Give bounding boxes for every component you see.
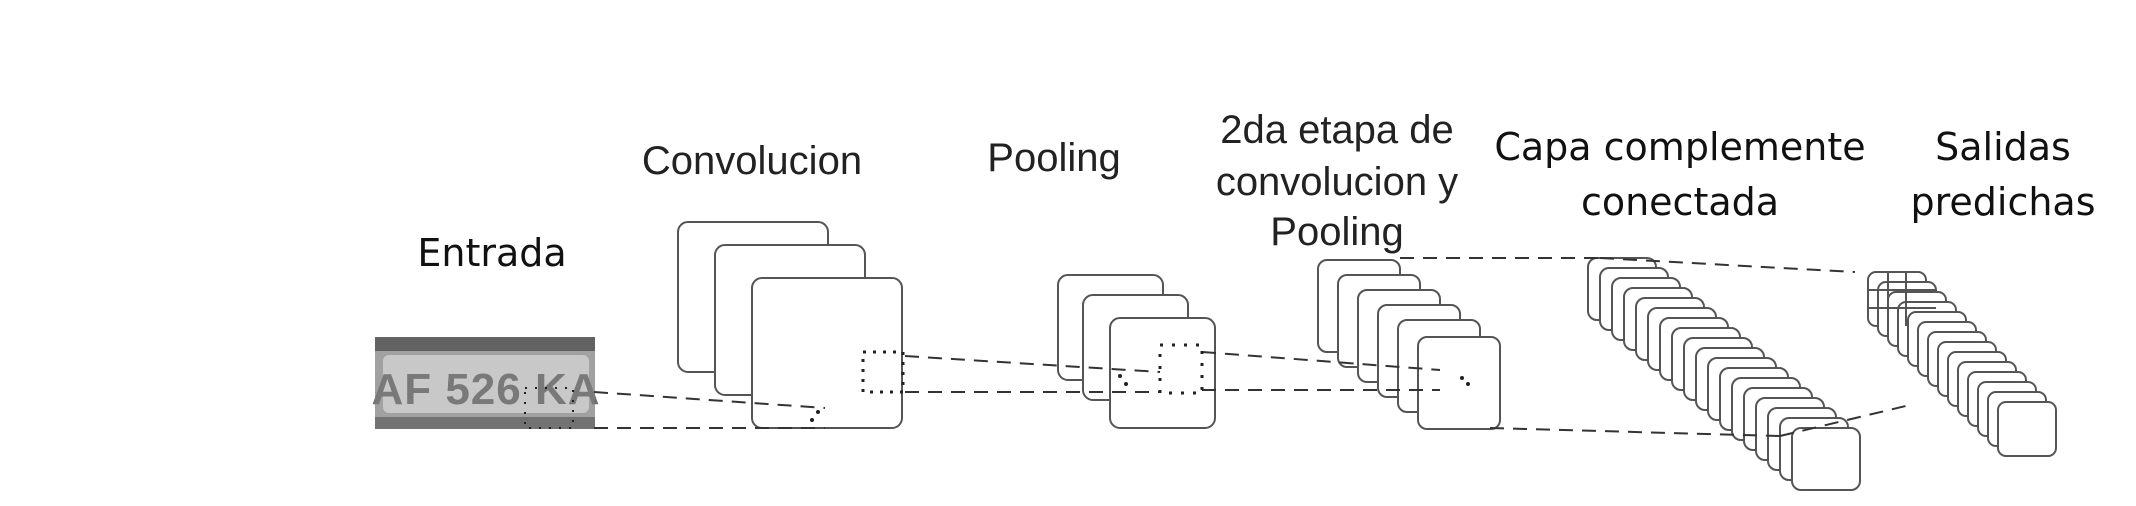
output-predictions [1867, 271, 2057, 457]
label-entrada: Entrada [417, 231, 566, 275]
pooling-feature-maps [1057, 274, 1216, 429]
receptive-field-markers [524, 343, 1470, 429]
input-plate-image: AF 526 KA [371, 337, 600, 429]
label-salidas-line2: predichas [1910, 180, 2095, 224]
fully-connected-layer [1587, 257, 1861, 491]
second-stage-feature-maps [1317, 259, 1501, 430]
label-capa-line2: conectada [1581, 180, 1779, 224]
label-pooling: Pooling [987, 136, 1120, 180]
label-segunda-etapa-line3: Pooling [1270, 210, 1403, 254]
output-grid-pattern [1868, 272, 1936, 326]
label-segunda-etapa-line2: convolucion y [1216, 160, 1458, 204]
label-salidas-line1: Salidas [1935, 125, 2071, 169]
label-segunda-etapa-line1: 2da etapa de [1220, 108, 1454, 152]
plate-text: AF 526 KA [371, 365, 600, 414]
label-capa-line1: Capa complemente [1494, 125, 1865, 169]
connection-lines [593, 257, 1911, 437]
conv-feature-maps [677, 221, 903, 429]
label-convolucion: Convolucion [642, 139, 862, 183]
